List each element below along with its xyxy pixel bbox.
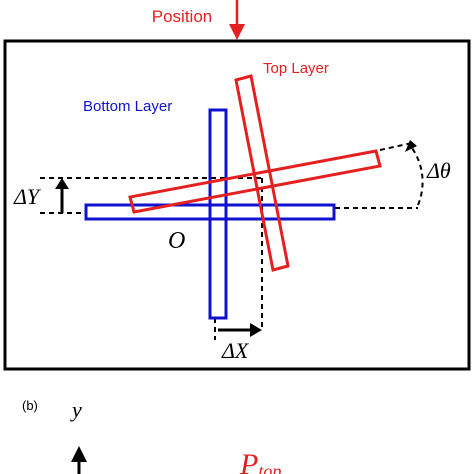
delta-x-label: ΔX [221, 338, 250, 363]
panel-frame [3, 39, 471, 371]
delta-x-arrow-icon [218, 323, 262, 337]
origin-label: O [168, 228, 185, 254]
y-axis-label: y [70, 397, 82, 422]
dashed-guides [40, 142, 418, 340]
y-axis-arrow-icon [71, 446, 87, 474]
panel-b-tag: (b) [22, 398, 38, 413]
top-layer-label: Top Layer [263, 60, 329, 77]
bottom-layer-label: Bottom Layer [83, 98, 172, 115]
p-top-label: Ptop [239, 448, 281, 474]
delta-theta-label: Δθ [426, 158, 451, 183]
delta-theta-arc-icon [405, 140, 424, 206]
bottom-layer-cross [84, 108, 336, 320]
down-arrow-icon [229, 0, 245, 40]
delta-y-arrow-icon [55, 178, 69, 213]
position-label: Position [152, 7, 212, 26]
top-layer-cross [128, 74, 382, 272]
delta-y-label: ΔY [13, 184, 42, 209]
